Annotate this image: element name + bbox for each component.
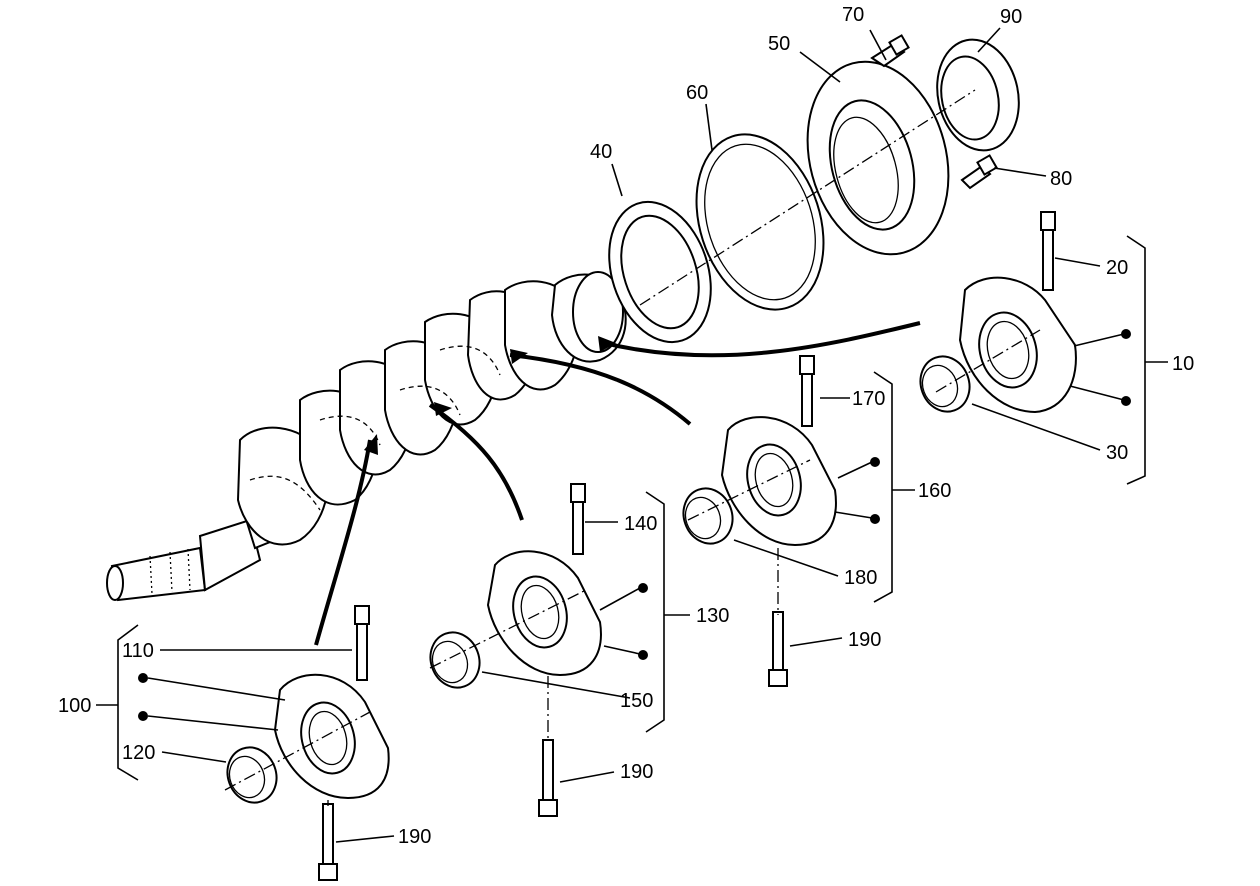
group-bracket-10 xyxy=(1126,235,1168,485)
seal-housing-part-50 xyxy=(806,60,950,256)
callout-190-middle: 190 xyxy=(620,761,653,783)
callout-10: 10 xyxy=(1172,353,1194,375)
reference-dot xyxy=(638,583,648,593)
callout-60: 60 xyxy=(686,82,708,104)
callout-130: 130 xyxy=(696,605,729,627)
callout-150: 150 xyxy=(620,690,653,712)
callout-30: 30 xyxy=(1106,442,1128,464)
bearing-carrier-part-100 xyxy=(273,673,390,800)
reference-dot xyxy=(138,711,148,721)
leader-lines xyxy=(147,27,1125,843)
bearing-shell-part-150 xyxy=(429,631,481,689)
callout-100: 100 xyxy=(58,695,91,717)
bolt-part-70 xyxy=(870,34,910,68)
reference-dot xyxy=(870,457,880,467)
reference-dot xyxy=(138,673,148,683)
callout-180: 180 xyxy=(844,567,877,589)
callout-70: 70 xyxy=(842,4,864,26)
callout-120: 120 xyxy=(122,742,155,764)
reference-dots xyxy=(138,329,1131,721)
bolt-part-190-middle xyxy=(538,739,558,817)
callout-190-right: 190 xyxy=(848,629,881,651)
bearing-shell-part-30 xyxy=(919,355,971,413)
reference-dot xyxy=(870,514,880,524)
centerlines xyxy=(224,89,1041,806)
bearing-carrier-part-160 xyxy=(720,416,837,547)
bolt-part-190-left xyxy=(318,803,338,881)
bolt-part-170 xyxy=(799,355,815,427)
bearing-carrier-part-10 xyxy=(958,276,1077,414)
callout-160: 160 xyxy=(918,480,951,502)
gasket-part-40 xyxy=(608,200,712,344)
callout-190-left: 190 xyxy=(398,826,431,848)
bolt-part-80 xyxy=(960,154,998,190)
bearing-carrier-part-130 xyxy=(486,550,602,677)
group-bracket-100 xyxy=(96,624,139,781)
crankshaft xyxy=(106,271,627,602)
gasket-part-60 xyxy=(695,133,825,311)
callout-50: 50 xyxy=(768,33,790,55)
group-bracket-130 xyxy=(645,491,690,733)
callout-170: 170 xyxy=(852,388,885,410)
group-bracket-160 xyxy=(873,371,915,603)
bolt-part-110 xyxy=(354,605,370,681)
callout-40: 40 xyxy=(590,141,612,163)
callout-140: 140 xyxy=(624,513,657,535)
bolt-part-190-right xyxy=(768,611,788,687)
bolt-part-20 xyxy=(1040,211,1056,291)
callout-20: 20 xyxy=(1106,257,1128,279)
reference-dot xyxy=(1121,396,1131,406)
reference-dot xyxy=(638,650,648,660)
callout-80: 80 xyxy=(1050,168,1072,190)
reference-dot xyxy=(1121,329,1131,339)
bolt-part-140 xyxy=(570,483,586,555)
bearing-shell-part-180 xyxy=(682,487,734,545)
callout-110: 110 xyxy=(122,640,154,662)
insertion-arrows xyxy=(314,321,921,646)
oil-seal-part-90 xyxy=(936,38,1020,152)
callout-90: 90 xyxy=(1000,6,1022,28)
